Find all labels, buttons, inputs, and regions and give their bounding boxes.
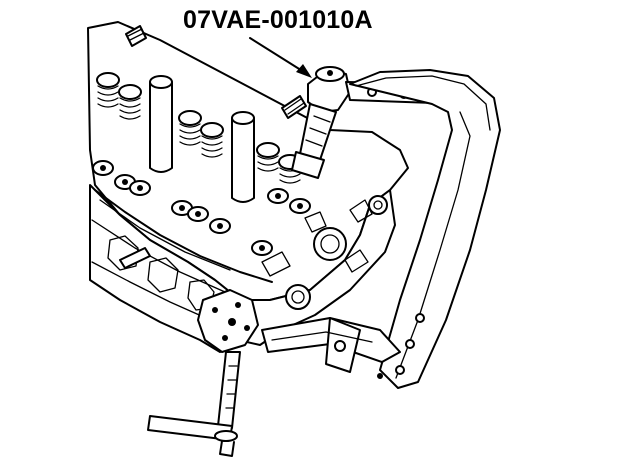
valve-springs — [96, 72, 302, 184]
spring-compressor-tool — [261, 66, 501, 389]
t-handle — [147, 351, 241, 457]
part-number-callout: 07VAE-001010A — [183, 6, 373, 34]
head-studs — [125, 25, 307, 119]
callout-leader — [249, 37, 312, 78]
valve-retainers — [92, 160, 311, 256]
cam-journals — [149, 75, 255, 203]
